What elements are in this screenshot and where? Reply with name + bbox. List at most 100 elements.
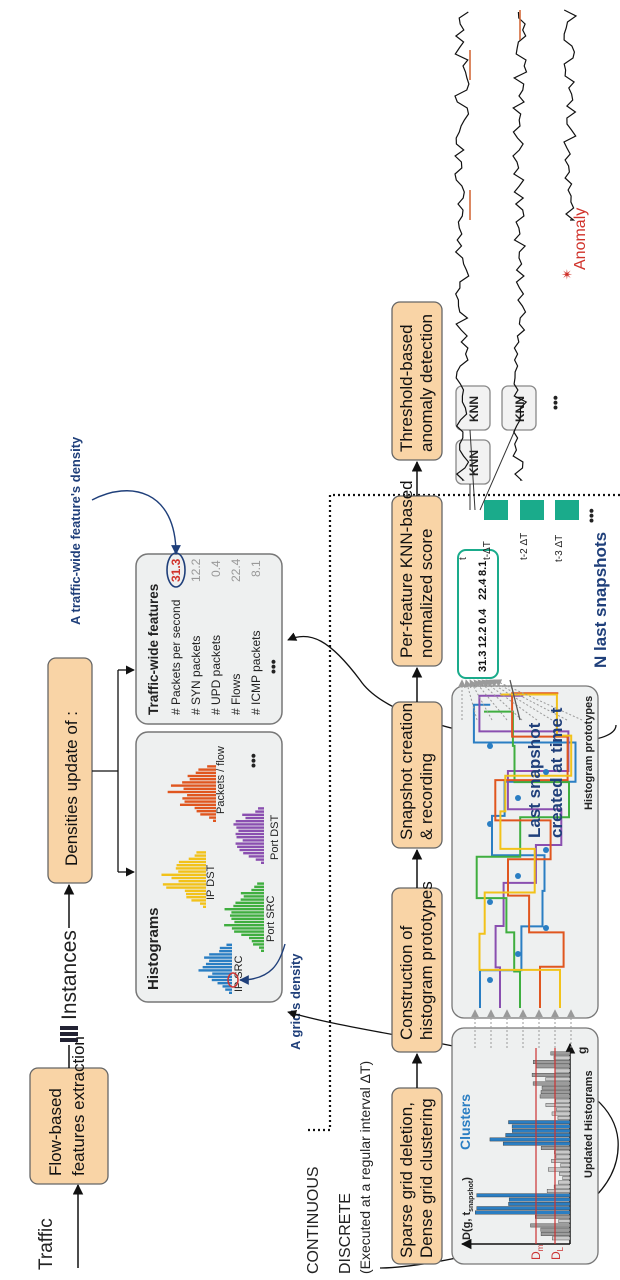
cluster-bar <box>560 1163 571 1168</box>
clustering-box: Sparse grid deletion, Dense grid cluster… <box>391 1087 443 1265</box>
cluster-bar <box>476 1193 571 1198</box>
histogram-bar <box>191 899 207 902</box>
prototype-node <box>487 821 493 827</box>
prototype-node <box>515 951 521 957</box>
instances-label: Instances <box>58 930 81 1020</box>
prototype-node <box>543 769 549 775</box>
histograms-more: ••• <box>245 753 261 768</box>
cluster-axis-y-label: D(g, tsnapshot) <box>461 1177 475 1240</box>
cluster-bar <box>555 1098 571 1103</box>
cluster-bar <box>553 1184 571 1189</box>
snapshot-area: 31.312.20.422.48.1 t t-ΔT t-2 ΔT t-3 ΔT … <box>457 500 610 838</box>
grid-density-highlight <box>227 972 239 988</box>
cluster-bar <box>476 1206 571 1211</box>
prototype-box: Construction of histogram prototypes <box>391 881 443 1053</box>
histogram-bar <box>204 956 232 959</box>
transfer-arrow <box>493 679 583 721</box>
feature-row-label: # SYN packets <box>189 636 203 715</box>
prototype-node <box>515 873 521 879</box>
features-more: ••• <box>265 659 281 674</box>
prototype-caption: Histogram prototypes <box>583 696 595 810</box>
features-panel: Traffic-wide features # Packets per seco… <box>135 552 283 725</box>
prototype-node <box>487 899 493 905</box>
cluster-bar <box>551 1111 571 1116</box>
histogram-bar <box>200 902 207 905</box>
grid-density-pointer <box>239 943 286 985</box>
histogram-bar <box>261 861 264 864</box>
histogram-bar <box>224 923 265 927</box>
histogram-bar <box>235 901 264 904</box>
histogram-bar <box>200 813 217 816</box>
prototype-node <box>515 795 521 801</box>
histograms-title: Histograms <box>145 907 162 990</box>
snapshot-time-2: t-2 ΔT <box>519 533 530 560</box>
histogram-bar <box>211 978 232 982</box>
prototype-line <box>472 703 577 1008</box>
cluster-bar <box>508 1201 571 1206</box>
snapshot-history-2 <box>520 500 544 520</box>
histogram-bar <box>241 933 264 936</box>
last-snapshot-line1: Last snapshot <box>525 722 544 838</box>
grid-density-note: A grid's density <box>288 953 303 1050</box>
histogram-bar <box>187 793 216 797</box>
histogram-bar <box>194 806 216 810</box>
histogram-bar <box>207 765 217 768</box>
histogram-bar <box>176 863 207 867</box>
histogram-bar <box>258 807 265 810</box>
histogram-bar <box>251 888 265 892</box>
snapshot-value: 31.3 <box>477 651 489 672</box>
cluster-bar <box>555 1154 571 1159</box>
histogram-bar <box>240 898 265 901</box>
snapshot-time-1: t-ΔT <box>482 541 493 560</box>
snapshot-value: 12.2 <box>477 627 489 648</box>
cluster-bar <box>546 1189 571 1193</box>
snapshot-value: 0.4 <box>477 608 489 624</box>
threshold-box: Threshold-based anomaly detection <box>391 301 443 461</box>
cluster-bar <box>556 1107 571 1112</box>
histogram-bar <box>236 835 265 839</box>
transfer-arrow <box>489 679 568 721</box>
histogram-bar <box>194 854 206 857</box>
snapshot-time-t: t <box>458 557 469 560</box>
histogram-bar <box>209 816 217 819</box>
knn-box: Per-feature KNN-based normalized score <box>391 480 443 667</box>
histogram-bar <box>182 797 217 800</box>
cluster-bar <box>530 1223 571 1228</box>
cluster-bar <box>489 1137 571 1142</box>
prototype-line <box>475 710 570 1008</box>
histogram-bar <box>251 939 264 943</box>
histogram-bar <box>225 988 233 991</box>
histogram-bar <box>205 962 233 966</box>
clustering-box-line1: Sparse grid deletion, <box>397 1102 416 1258</box>
histogram-bar <box>248 855 265 858</box>
score-trace <box>454 11 470 481</box>
histogram-bar <box>187 774 216 778</box>
histogram-bar <box>213 819 216 822</box>
histogram-bar <box>255 810 265 813</box>
cluster-bar <box>550 1051 571 1056</box>
histogram-bar <box>254 885 264 888</box>
last-snapshot-line2: created at time t <box>547 707 566 838</box>
feature-row-value: 31.3 <box>169 558 183 582</box>
cluster-bar <box>562 1176 571 1181</box>
feature-row-label: # UPD packets <box>209 635 223 715</box>
knn-label-1: KNN <box>467 450 481 476</box>
feature-row-value: 12.2 <box>189 558 203 582</box>
histogram-bar <box>202 965 232 969</box>
feature-row: # Packets per second 31.3 <box>169 558 183 715</box>
histogram-bar <box>261 949 264 952</box>
snapshot-values: 31.312.20.422.48.1 <box>477 561 489 672</box>
traffic-label: Traffic <box>36 1218 57 1270</box>
prototype-lines <box>472 692 577 1008</box>
prototype-panel: Histogram prototypes <box>451 685 599 1019</box>
snapshot-box-line1: Snapshot creation <box>397 703 416 840</box>
cluster-bar <box>511 1124 571 1129</box>
feature-row: # Flows 22.4 <box>229 558 243 715</box>
anomaly-label: Anomaly <box>572 208 589 270</box>
histogram-bar <box>167 790 217 794</box>
prototype-node <box>487 977 493 983</box>
histogram-bar <box>166 886 206 889</box>
hist-label-ip-dst: IP DST <box>205 864 217 900</box>
histogram-bar <box>240 891 265 895</box>
histogram-bar <box>224 907 264 911</box>
